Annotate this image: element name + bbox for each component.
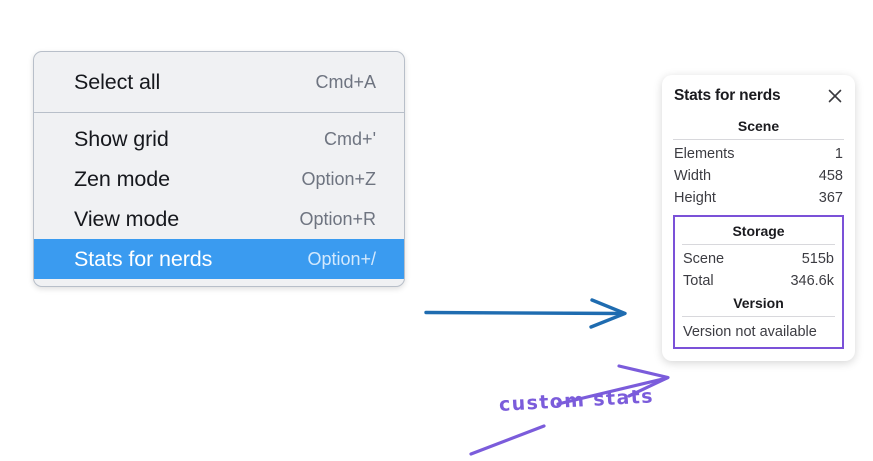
divider (682, 316, 835, 317)
scene-section-heading: Scene (737, 118, 780, 134)
stats-panel-header: Stats for nerds (673, 87, 844, 105)
custom-stats-section: Storage Scene 515b Total 346.6k Version … (673, 215, 844, 349)
menu-group-1: Select all Cmd+A (34, 52, 404, 112)
stat-label: Width (674, 168, 712, 184)
stat-row: Total 346.6k (682, 270, 835, 292)
stats-panel-title: Stats for nerds (674, 87, 781, 104)
menu-item-shortcut: Cmd+A (315, 71, 376, 92)
blue-arrow-icon (424, 298, 627, 329)
stat-label: Total (683, 273, 714, 289)
menu-item-label: Zen mode (74, 166, 171, 191)
stat-label: Elements (674, 146, 735, 162)
menu-item-label: View mode (74, 206, 180, 231)
context-menu[interactable]: Select all Cmd+A Show grid Cmd+' Zen mod… (33, 51, 405, 287)
menu-item-stats-for-nerds[interactable]: Stats for nerds Option+/ (34, 239, 404, 279)
menu-item-select-all[interactable]: Select all Cmd+A (34, 62, 404, 102)
stat-row: Height 367 (673, 187, 844, 209)
stat-row: Elements 1 (673, 143, 844, 165)
stats-for-nerds-panel: Stats for nerds Scene Elements 1 Width 4… (662, 75, 855, 361)
menu-item-label: Stats for nerds (74, 246, 213, 271)
stat-value: 367 (818, 190, 843, 206)
stat-value: 458 (818, 168, 843, 184)
menu-item-shortcut: Option+Z (301, 168, 376, 189)
version-section-heading: Version (733, 295, 784, 311)
stat-label: Height (674, 190, 716, 206)
menu-separator (34, 112, 404, 113)
menu-item-label: Show grid (74, 126, 169, 151)
close-icon[interactable] (827, 88, 843, 104)
menu-item-show-grid[interactable]: Show grid Cmd+' (34, 119, 404, 159)
menu-item-zen-mode[interactable]: Zen mode Option+Z (34, 159, 404, 199)
divider (673, 139, 844, 140)
custom-stats-annotation-label: custom stats (498, 385, 655, 416)
stat-row: Width 458 (673, 165, 844, 187)
menu-item-shortcut: Option+R (299, 208, 376, 229)
menu-item-shortcut: Cmd+' (324, 128, 376, 149)
menu-item-view-mode[interactable]: View mode Option+R (34, 199, 404, 239)
stat-label: Scene (683, 251, 725, 267)
divider (682, 244, 835, 245)
menu-item-label: Select all (74, 69, 161, 94)
stat-row: Scene 515b (682, 248, 835, 270)
menu-group-2: Show grid Cmd+' Zen mode Option+Z View m… (34, 113, 404, 286)
purple-underline-stroke (469, 424, 546, 456)
menu-item-shortcut: Option+/ (307, 248, 376, 269)
stat-value: 515b (801, 251, 834, 267)
version-text: Version not available (683, 324, 817, 340)
stat-value: 346.6k (790, 273, 834, 289)
storage-section-heading: Storage (732, 223, 785, 239)
stat-value: 1 (834, 146, 843, 162)
